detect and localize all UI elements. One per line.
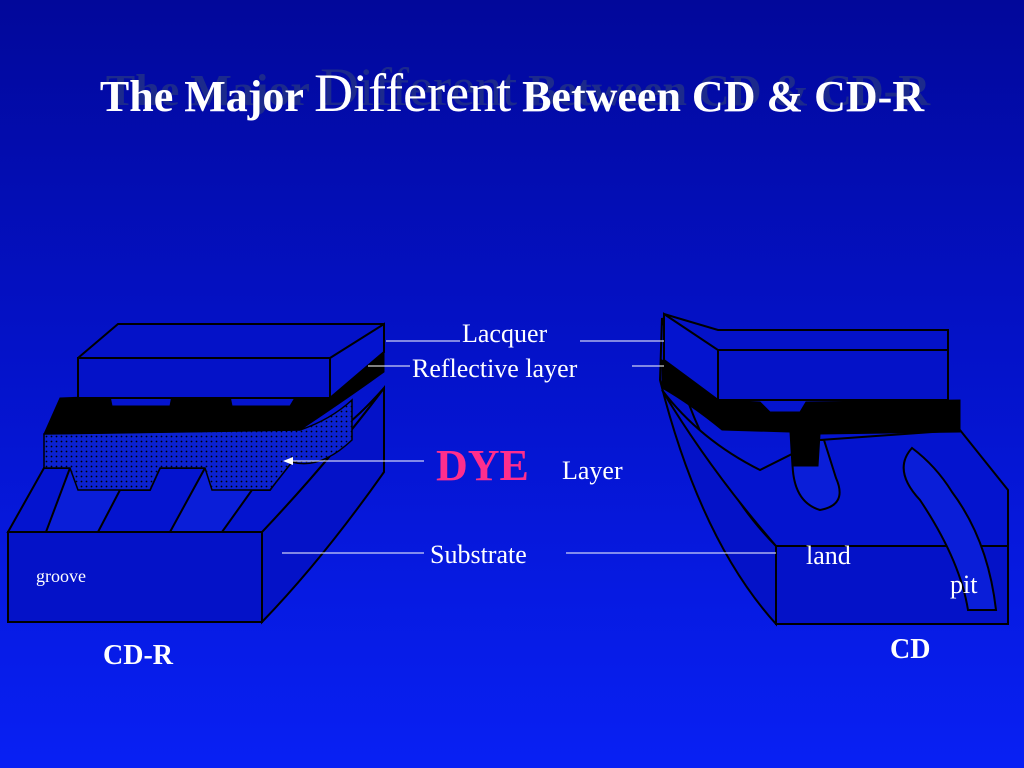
pit-label: pit — [950, 570, 978, 599]
title-part-3: Between CD & CD-R — [511, 72, 925, 121]
dye-label: DYE — [436, 441, 529, 490]
leader-lines — [282, 340, 776, 554]
title-shadow: The Major Different Between CD & CD-R — [105, 57, 931, 117]
cd-caption: CD — [890, 634, 931, 665]
cd-disc-section — [658, 312, 1009, 627]
title-part-2: Different — [314, 63, 512, 123]
cdr-caption: CD-R — [103, 640, 173, 671]
title-part-1: The Major — [99, 72, 315, 121]
cdr-disc-section — [6, 322, 385, 625]
dye-layer-label: Layer — [562, 456, 623, 485]
slide-title: The Major Different Between CD & CD-R — [0, 62, 1024, 124]
dye-arrow-head — [283, 457, 293, 465]
land-label: land — [806, 541, 851, 570]
groove-label: groove — [36, 566, 86, 586]
substrate-label: Substrate — [430, 540, 527, 569]
lacquer-label: Lacquer — [462, 319, 548, 348]
reflective-layer-label: Reflective layer — [412, 354, 578, 383]
